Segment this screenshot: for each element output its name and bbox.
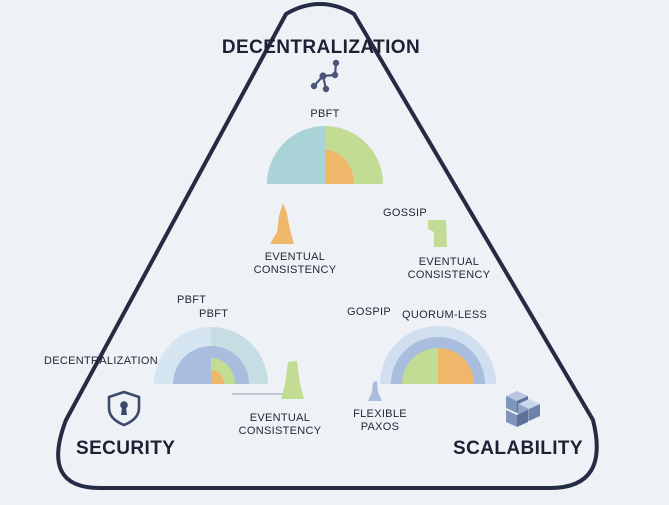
shield-lock-icon (107, 390, 141, 427)
top-gauge-core (325, 150, 354, 184)
label-top-eventual-right-line2: CONSISTENCY (407, 269, 491, 281)
network-nodes-icon (310, 59, 340, 93)
left-gauge-inner-orange (211, 370, 224, 384)
label-top-gossip: GOSSIP (383, 207, 427, 219)
label-right-flexible-line1: FLEXIBLE (353, 408, 407, 420)
label-right-flexible-paxos: FLEXIBLE PAXOS (353, 408, 407, 434)
label-right-quorum-less: QUORUM-LESS (402, 309, 488, 321)
label-top-eventual-right-line1: EVENTUAL (418, 256, 480, 268)
label-top-eventual-left-line2: CONSISTENCY (253, 264, 337, 276)
label-left-pbft-1: PBFT (177, 294, 207, 306)
top-consensus-gauge (267, 126, 383, 184)
label-top-eventual-left: EVENTUAL CONSISTENCY (254, 251, 337, 277)
left-consensus-gauge (154, 327, 268, 384)
top-gauge-left-half (267, 126, 325, 184)
stacked-cubes-icon (506, 391, 540, 427)
label-right-gospip: GOSPIP (347, 306, 391, 318)
right-gauge-inner-right (438, 348, 474, 384)
label-left-eventual: EVENTUAL CONSISTENCY (239, 412, 322, 438)
right-gauge-inner-left (402, 348, 438, 384)
label-top-pbft: PBFT (310, 108, 340, 120)
vertex-scalability: SCALABILITY (453, 438, 584, 459)
label-left-eventual-line2: CONSISTENCY (238, 425, 322, 437)
green-notch-shape (428, 220, 447, 247)
blue-bar-shape (368, 381, 382, 401)
right-consensus-gauge (380, 326, 496, 384)
label-left-decentralization: DECENTRALIZATION (44, 355, 158, 367)
label-right-flexible-line2: PAXOS (360, 421, 400, 433)
green-spike-shape (281, 361, 304, 399)
label-top-eventual-left-line1: EVENTUAL (264, 251, 326, 263)
left-gauge-mid (173, 346, 211, 384)
vertex-security: SECURITY (76, 438, 176, 459)
orange-spike-shape (270, 203, 294, 244)
trilemma-triangle (56, 2, 599, 490)
label-left-pbft-2: PBFT (199, 308, 229, 320)
vertex-decentralization: DECENTRALIZATION (221, 37, 421, 58)
label-top-eventual-right: EVENTUAL CONSISTENCY (408, 256, 491, 282)
label-left-eventual-line1: EVENTUAL (249, 412, 311, 424)
